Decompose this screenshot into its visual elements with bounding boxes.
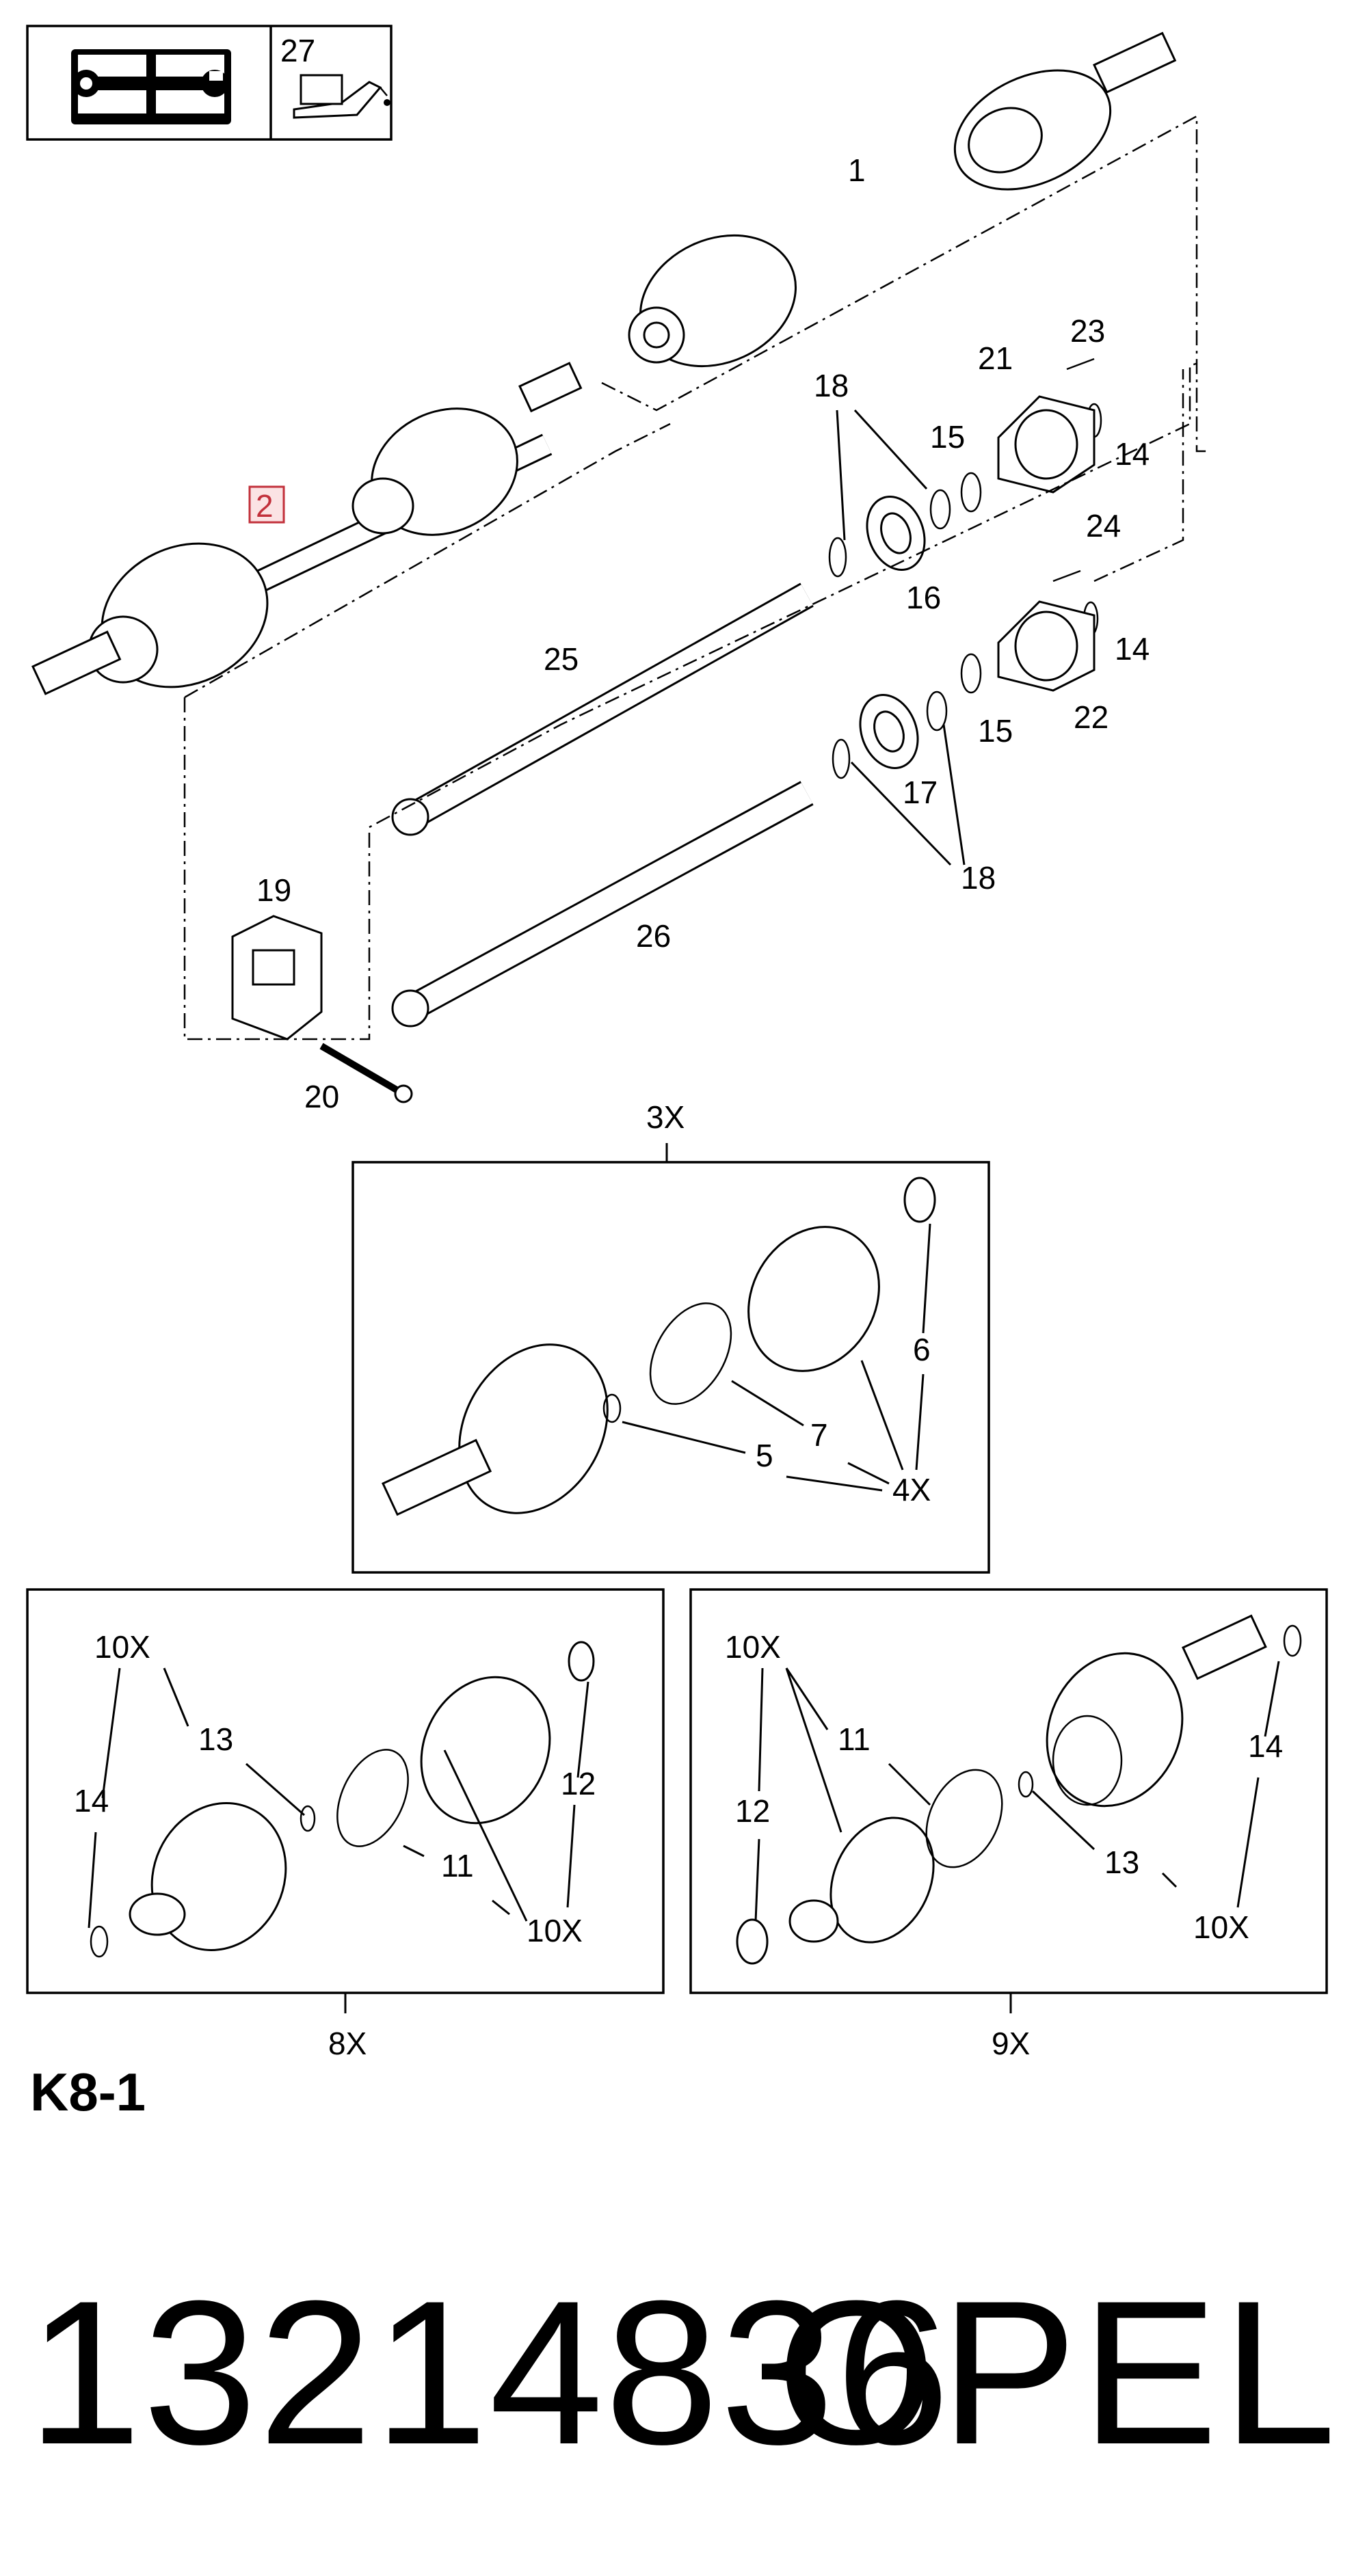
- callout-6: 6: [913, 1332, 931, 1367]
- intermediate-shaft-26: [391, 781, 814, 1028]
- kit-8x-callout-11: 11: [441, 1848, 474, 1883]
- callout-14-top: 14: [1115, 436, 1150, 472]
- callout-2: 2: [256, 488, 274, 524]
- footer: 13214836 OPEL: [27, 2256, 1340, 2488]
- part-number: 13214836: [27, 2257, 951, 2487]
- callout-14-bottom: 14: [1115, 631, 1150, 667]
- kit-8x-callout-13: 13: [198, 1721, 233, 1757]
- callout-22: 22: [1074, 699, 1109, 735]
- callout-5: 5: [756, 1438, 773, 1473]
- kit-9x-callout-13: 13: [1104, 1844, 1139, 1880]
- callout-20: 20: [304, 1079, 339, 1114]
- callout-18-top: 18: [814, 368, 849, 403]
- oil-spec-label: 27: [280, 33, 315, 68]
- kit-3x: 3X 5 6 7 4X: [351, 1099, 990, 1574]
- callout-15-bottom: 15: [978, 713, 1013, 749]
- kit-8x-callout-10x-bottom: 10X: [527, 1913, 583, 1948]
- intermediate-shaft-25: [391, 582, 814, 836]
- callout-7: 7: [810, 1417, 828, 1453]
- section-code: K8-1: [30, 2062, 146, 2122]
- drive-shaft-2: [31, 362, 583, 695]
- callout-15-top: 15: [930, 419, 965, 455]
- callout-23: 23: [1070, 313, 1105, 349]
- callout-24: 24: [1086, 508, 1121, 544]
- kit-9x-title: 9X: [992, 2026, 1030, 2061]
- kit-9x-callout-10x-top: 10X: [725, 1629, 781, 1665]
- kit-8x-callout-10x-top: 10X: [94, 1629, 150, 1665]
- kit-8x: 10X 13 14 11 12 10X 8X: [26, 1588, 665, 2061]
- callout-2-highlight: [248, 485, 285, 524]
- callout-4x: 4X: [892, 1472, 931, 1507]
- kit-9x-callout-11: 11: [838, 1721, 871, 1757]
- bearing-16: [866, 496, 926, 571]
- callout-1: 1: [848, 152, 866, 188]
- bearing-bracket-22: [997, 569, 1096, 692]
- bearing-bracket-21: [997, 358, 1096, 494]
- callout-19: 19: [256, 872, 291, 908]
- shaft-support-19: [231, 915, 413, 1103]
- callout-17: 17: [903, 775, 938, 810]
- callout-18-top-leader: [836, 409, 928, 541]
- callout-18-bottom: 18: [961, 860, 996, 896]
- kit-9x-callout-10x-bottom: 10X: [1193, 1909, 1249, 1945]
- callout-18-bottom-leader: [850, 724, 966, 866]
- oil-can-icon: 27: [280, 33, 390, 119]
- kit-8x-title: 8X: [328, 2026, 367, 2061]
- callout-16: 16: [906, 580, 941, 615]
- main-callouts: 1 2 18 15 16 21 23 14 24 14 22 15 17 18 …: [248, 152, 1150, 1114]
- brand-name: OPEL: [776, 2257, 1340, 2487]
- kit-9x-callout-12: 12: [735, 1793, 770, 1829]
- kit-3x-title: 3X: [646, 1099, 685, 1135]
- callout-21: 21: [978, 340, 1013, 376]
- header-icon-box: 27: [26, 25, 393, 141]
- bearing-17: [859, 694, 919, 769]
- repair-manual-icon: [71, 49, 231, 124]
- callout-25: 25: [544, 641, 579, 677]
- drive-shaft-1: [628, 31, 1177, 368]
- assembly-lines: [183, 114, 1210, 1041]
- kit-9x: 10X 11 12 13 14 10X 9X: [689, 1588, 1328, 2061]
- callout-26: 26: [636, 918, 671, 954]
